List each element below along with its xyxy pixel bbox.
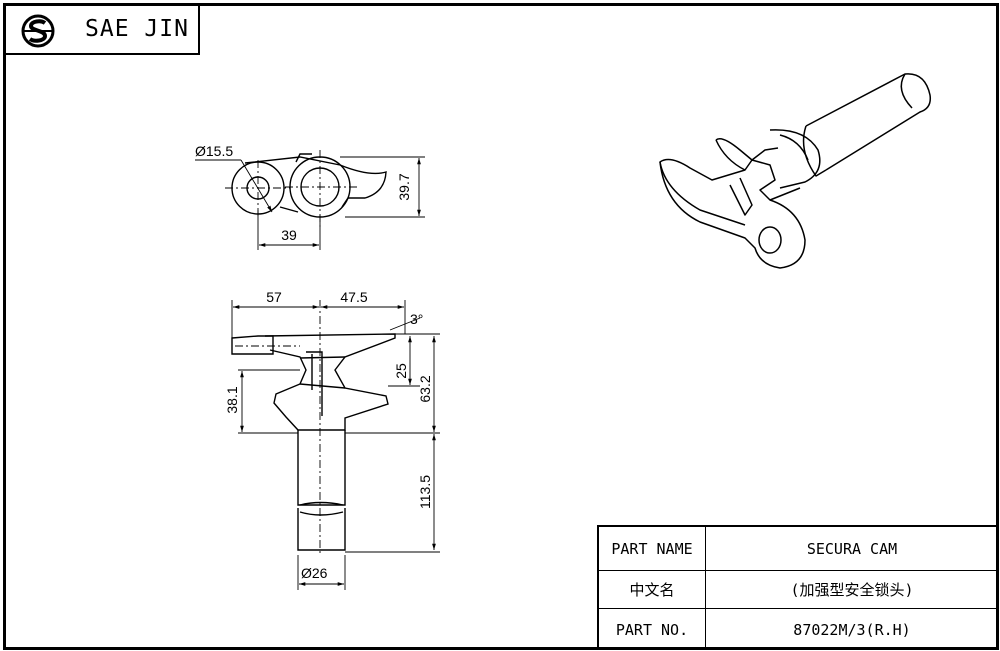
title-row-chinese: 中文名 (加强型安全锁头) [599, 571, 998, 609]
title-row-part-name: PART NAME SECURA CAM [599, 527, 998, 571]
dim-left-width: 57 [266, 289, 282, 305]
chinese-name-value: (加强型安全锁头) [790, 581, 914, 599]
dim-angle: 3° [410, 311, 423, 327]
part-no-label: PART NO. [599, 609, 706, 650]
dim-top-width: 39 [281, 227, 297, 243]
part-name-value: SECURA CAM [806, 539, 898, 558]
dim-shaft-diameter: Ø26 [301, 565, 328, 581]
dim-right-width: 47.5 [340, 289, 367, 305]
logo-box: SAE JIN [3, 3, 200, 55]
drawing-frame [3, 3, 999, 650]
side-view [231, 300, 440, 590]
dim-lower-height: 38.1 [224, 386, 240, 413]
dim-hole-diameter: Ø15.5 [195, 143, 233, 159]
dim-body-height: 63.2 [417, 375, 433, 402]
title-row-part-no: PART NO. 87022M/3(R.H) [599, 609, 998, 650]
part-name-label: PART NAME [599, 527, 706, 570]
dim-cam-height: 25 [393, 363, 409, 379]
brand-name: SAE JIN [85, 16, 189, 42]
dim-top-height: 39.7 [396, 173, 412, 200]
chinese-name-label: 中文名 [599, 571, 706, 608]
dim-shaft-length: 113.5 [417, 475, 433, 509]
part-no-value: 87022M/3(R.H) [793, 620, 911, 639]
title-block: PART NAME SECURA CAM 中文名 (加强型安全锁头) PART … [597, 525, 998, 650]
isometric-view [659, 73, 932, 269]
top-view [195, 150, 425, 250]
saejin-logo-icon [21, 14, 55, 48]
